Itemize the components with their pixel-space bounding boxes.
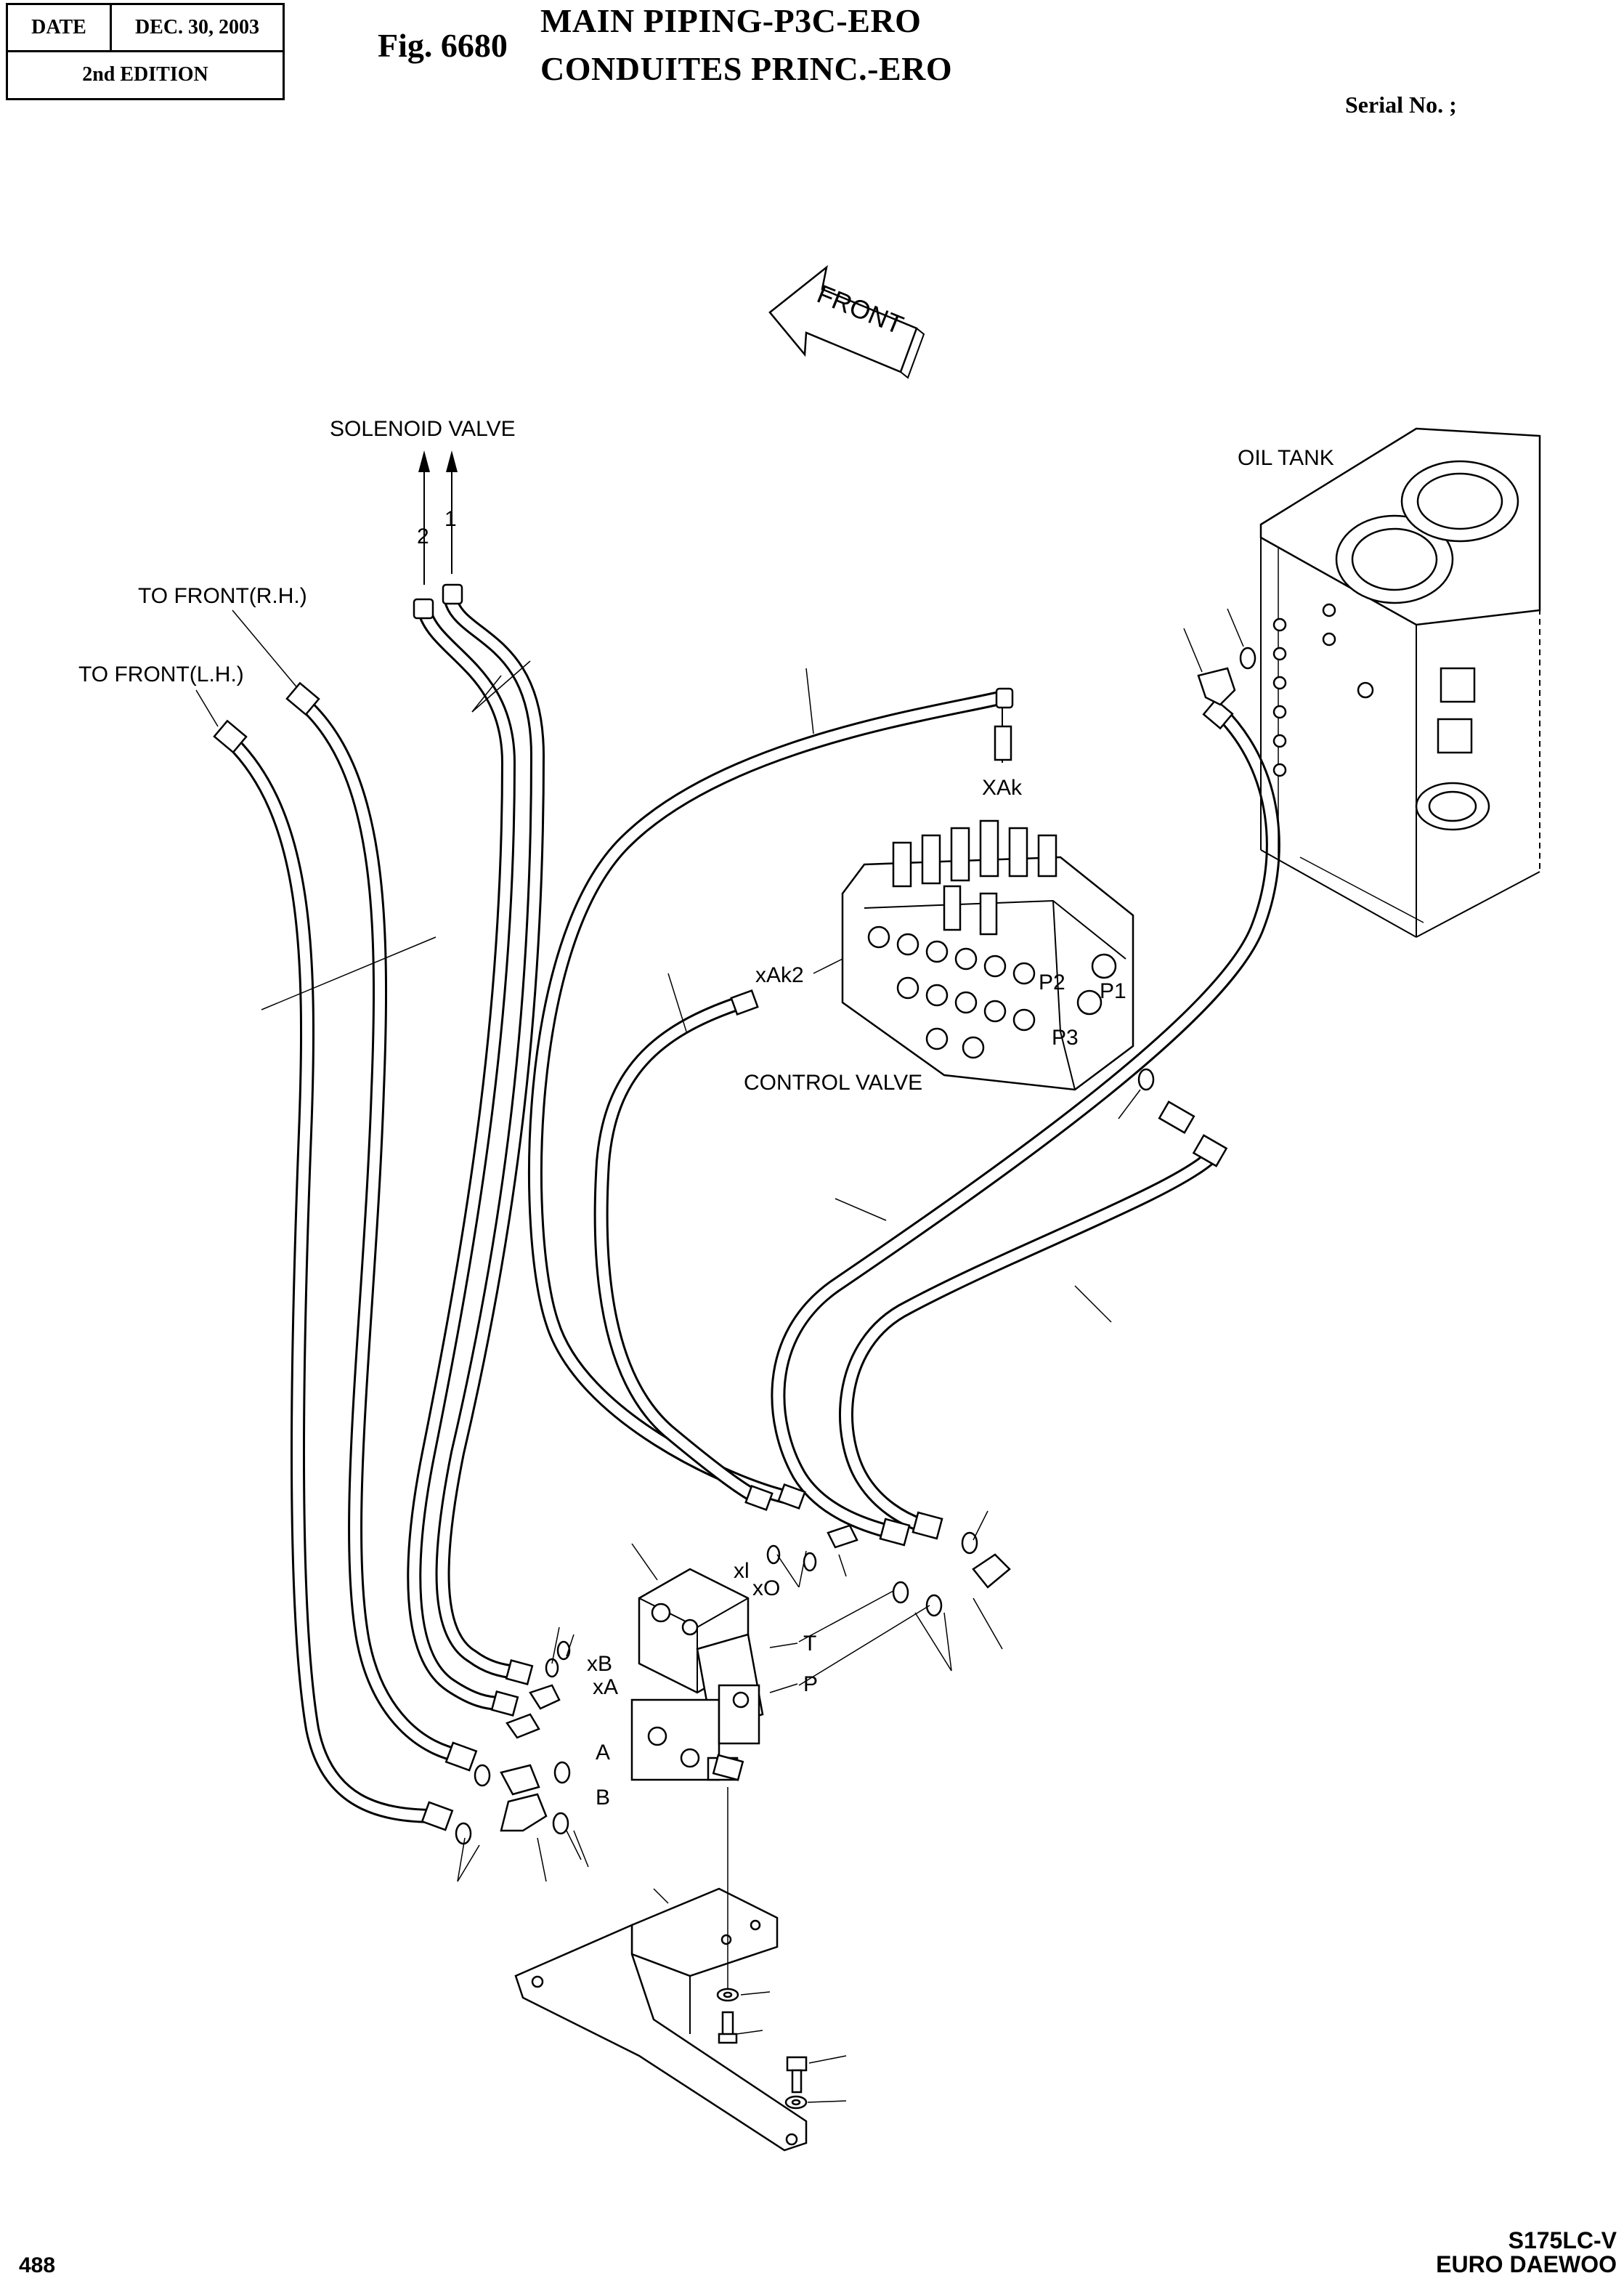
model-designation: S175LC-V EURO DAEWOO	[1436, 2229, 1617, 2277]
p3-label: P3	[1052, 1026, 1079, 1050]
t-port-label: T	[803, 1632, 816, 1656]
date-value: DEC. 30, 2003	[134, 16, 260, 39]
front-arrow: FRONT	[768, 264, 925, 379]
mounting-bracket	[514, 1787, 808, 2152]
edition-label: 2nd EDITION	[82, 63, 208, 86]
b-port-label: B	[596, 1786, 610, 1810]
to-front-lh-label: TO FRONT(L.H.)	[78, 663, 244, 686]
p-port-label: P	[803, 1672, 818, 1696]
hose-xak	[528, 690, 1010, 1504]
hose-rh	[296, 696, 472, 1764]
edition-box: DATE DEC. 30, 2003 2nd EDITION	[6, 3, 285, 100]
oil-tank-label: OIL TANK	[1238, 446, 1334, 470]
hose-lh	[224, 734, 443, 1823]
port-leader-lines	[457, 1510, 1003, 1882]
xl-label: xl	[734, 1559, 750, 1583]
o-rings	[455, 647, 1256, 1845]
xb-label: xB	[587, 1652, 612, 1676]
port-2-label: 2	[417, 524, 429, 548]
solenoid-valve-callout: SOLENOID VALVE 2 1	[330, 417, 516, 585]
page-title-english: MAIN PIPING-P3C-ERO	[540, 2, 922, 39]
hose-xak2	[593, 995, 763, 1504]
solenoid-valve-label: SOLENOID VALVE	[330, 417, 516, 441]
p2-label: P2	[1039, 971, 1065, 994]
valve-block	[630, 1543, 764, 1781]
hose-fittings	[213, 583, 1234, 1831]
xak2-label: xAk2	[755, 963, 804, 987]
hose-p3	[839, 1148, 1220, 1533]
control-valve-label: CONTROL VALVE	[744, 1071, 922, 1095]
hose-solenoid-2	[407, 603, 516, 1711]
date-label: DATE	[8, 5, 112, 50]
control-valve-spools	[892, 819, 1057, 936]
port-1-label: 1	[444, 507, 457, 531]
model-line-1: S175LC-V	[1508, 2227, 1617, 2253]
hose-leader-lines	[261, 660, 1141, 1323]
oil-tank: OIL TANK	[1238, 427, 1541, 938]
serial-number-label: Serial No. ;	[1345, 92, 1457, 118]
hose-tank-return	[771, 705, 1280, 1540]
control-valve-ports	[867, 925, 1117, 1059]
p1-label: P1	[1100, 979, 1126, 1003]
xak-label: XAk	[982, 776, 1023, 800]
xa-label: xA	[593, 1675, 618, 1699]
xo-label: xO	[752, 1576, 780, 1600]
control-valve	[841, 708, 1134, 1091]
a-port-label: A	[596, 1741, 610, 1765]
to-front-rh-label: TO FRONT(R.H.)	[138, 584, 307, 608]
figure-number: Fig. 6680	[378, 27, 508, 64]
model-line-2: EURO DAEWOO	[1436, 2251, 1617, 2277]
page-number: 488	[19, 2253, 56, 2277]
block-elbow-fittings	[500, 1524, 1011, 1832]
hose-solenoid-1	[435, 596, 545, 1680]
page-title-french: CONDUITES PRINC.-ERO	[540, 50, 953, 87]
date-row: DATE DEC. 30, 2003	[8, 5, 283, 52]
bolts-and-washers	[716, 1988, 847, 2110]
tank-elbow-fitting	[1183, 608, 1244, 706]
